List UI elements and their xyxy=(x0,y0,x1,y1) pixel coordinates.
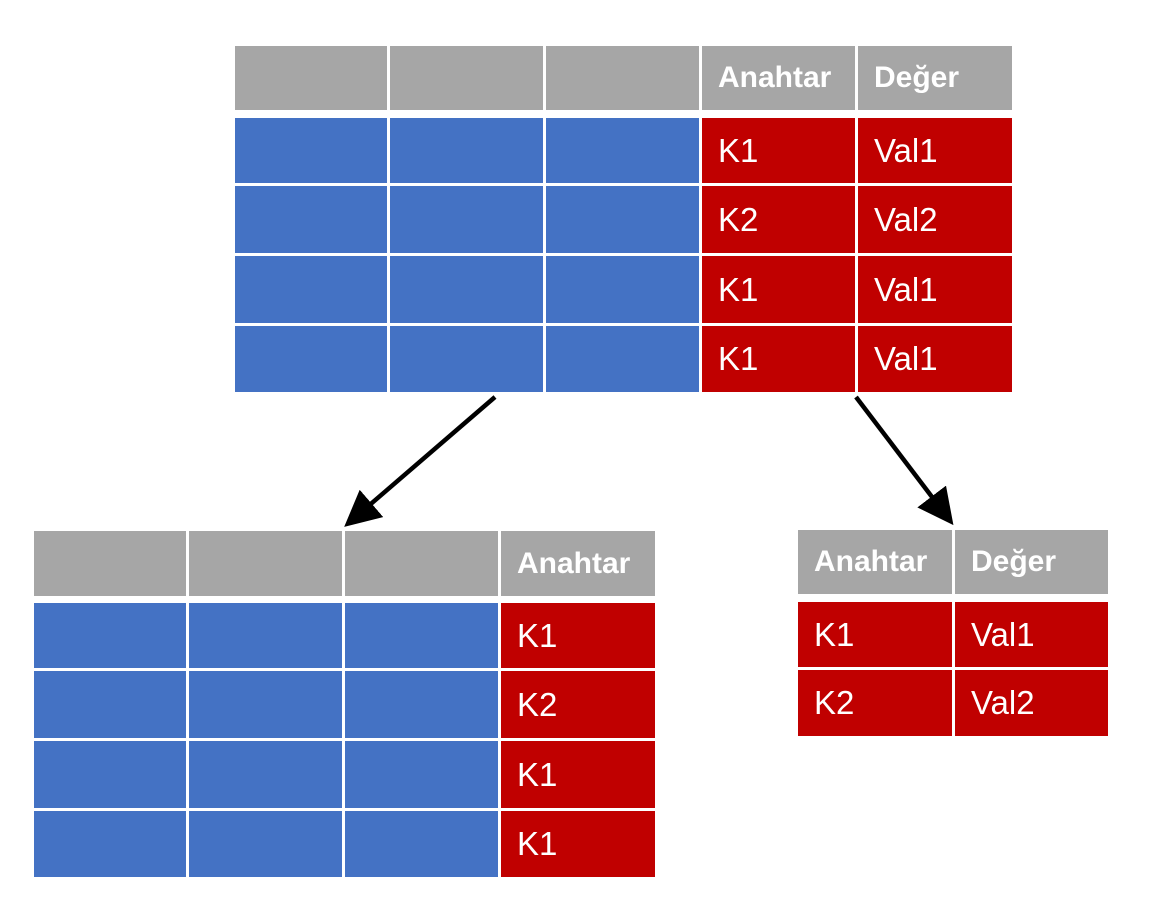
key-cell: K2 xyxy=(501,671,655,738)
value-cell: Val1 xyxy=(858,256,1012,323)
data-cell xyxy=(390,186,543,253)
data-cell xyxy=(345,811,498,877)
data-cell xyxy=(546,326,699,392)
key-cell: K1 xyxy=(702,326,855,392)
key-cell: K1 xyxy=(702,256,855,323)
value-cell: Val1 xyxy=(858,118,1012,183)
data-cell xyxy=(390,118,543,183)
header-key: Anahtar xyxy=(501,531,655,596)
key-cell: K1 xyxy=(501,741,655,808)
key-cell: K1 xyxy=(501,603,655,668)
data-cell xyxy=(34,811,186,877)
value-cell: Val1 xyxy=(955,602,1108,667)
data-cell xyxy=(345,603,498,668)
header-cell xyxy=(34,531,186,596)
data-cell xyxy=(235,256,387,323)
data-cell xyxy=(546,118,699,183)
header-cell xyxy=(345,531,498,596)
data-cell xyxy=(235,326,387,392)
data-cell xyxy=(235,118,387,183)
key-cell: K1 xyxy=(798,602,952,667)
data-cell xyxy=(235,186,387,253)
header-value: Değer xyxy=(955,530,1108,594)
data-cell xyxy=(189,603,342,668)
data-cell xyxy=(546,256,699,323)
key-cell: K1 xyxy=(501,811,655,877)
data-cell xyxy=(345,671,498,738)
data-cell xyxy=(34,741,186,808)
data-cell xyxy=(390,256,543,323)
data-cell xyxy=(189,811,342,877)
value-cell: Val1 xyxy=(858,326,1012,392)
arrow-to-left-table xyxy=(344,395,497,527)
header-key: Anahtar xyxy=(798,530,952,594)
header-value: Değer xyxy=(858,46,1012,110)
data-cell xyxy=(34,603,186,668)
value-cell: Val2 xyxy=(955,670,1108,736)
data-cell xyxy=(390,326,543,392)
header-key: Anahtar xyxy=(702,46,855,110)
header-cell xyxy=(189,531,342,596)
header-cell xyxy=(235,46,387,110)
key-cell: K2 xyxy=(702,186,855,253)
data-cell xyxy=(34,671,186,738)
value-cell: Val2 xyxy=(858,186,1012,253)
header-cell xyxy=(390,46,543,110)
data-cell xyxy=(345,741,498,808)
key-cell: K2 xyxy=(798,670,952,736)
arrow-to-right-table xyxy=(854,395,954,526)
data-cell xyxy=(189,671,342,738)
data-cell xyxy=(189,741,342,808)
header-cell xyxy=(546,46,699,110)
key-cell: K1 xyxy=(702,118,855,183)
data-cell xyxy=(546,186,699,253)
